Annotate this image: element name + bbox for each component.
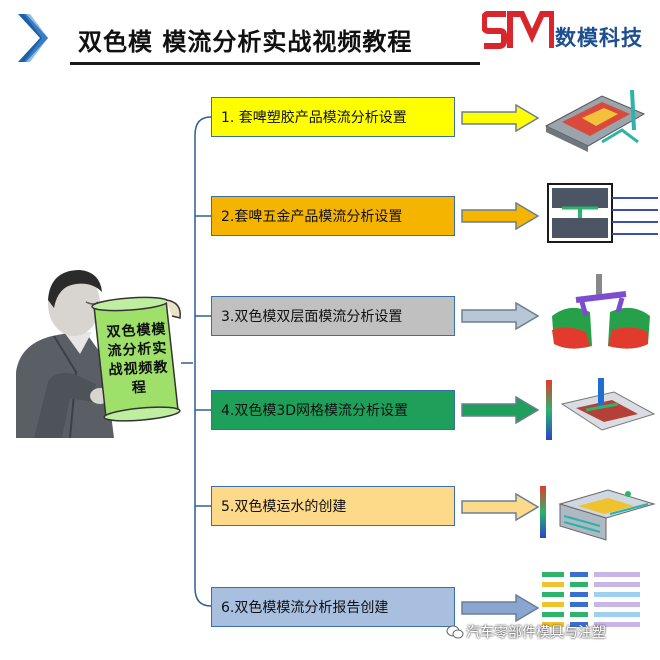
step-3-box[interactable]: 3.双色模双层面模流分析设置 — [211, 296, 455, 336]
title-underline — [70, 62, 480, 65]
step-5-box[interactable]: 5.双色模运水的创建 — [211, 486, 455, 526]
step-2-arrow-icon — [461, 202, 540, 230]
logo-text: 数模科技 — [555, 25, 643, 50]
step-1-label: 1. 套啤塑胶产品模流分析设置 — [221, 110, 407, 126]
step-1-arrow-icon — [461, 104, 540, 132]
thumb-dual-layer-result — [552, 274, 650, 349]
step-4-label: 4.双色模3D网格模流分析设置 — [221, 403, 409, 419]
wechat-icon — [446, 625, 464, 639]
header-chevron-icon — [18, 14, 48, 62]
thumb-plastic-part — [544, 90, 646, 152]
step-6-label: 6.双色模模流分析报告创建 — [221, 600, 389, 616]
step-4-box[interactable]: 4.双色模3D网格模流分析设置 — [211, 390, 455, 430]
thumb-metal-insert — [547, 183, 658, 243]
thumb-cooling-channels — [540, 486, 656, 541]
step-6-box[interactable]: 6.双色模模流分析报告创建 — [211, 587, 455, 627]
scroll-text: 双色模模流分析实战视频教程 — [106, 321, 169, 397]
step-3-arrow-icon — [461, 302, 540, 330]
step-1-box[interactable]: 1. 套啤塑胶产品模流分析设置 — [211, 97, 455, 137]
step-2-box[interactable]: 2.套啤五金产品模流分析设置 — [211, 196, 455, 236]
watermark-text: 汽车零部件模具与注塑 — [466, 625, 606, 641]
page-title: 双色模 模流分析实战视频教程 — [78, 27, 413, 56]
thumb-3d-mesh — [546, 378, 656, 440]
step-5-label: 5.双色模运水的创建 — [221, 499, 347, 515]
logo-sm-icon — [482, 11, 554, 49]
step-6-arrow-icon — [461, 594, 540, 622]
thumb-report-list — [542, 572, 640, 627]
step-4-arrow-icon — [461, 396, 540, 424]
step-5-arrow-icon — [461, 493, 540, 521]
step-2-label: 2.套啤五金产品模流分析设置 — [221, 209, 403, 225]
presenter-illustration — [16, 270, 181, 438]
step-3-label: 3.双色模双层面模流分析设置 — [221, 309, 403, 325]
